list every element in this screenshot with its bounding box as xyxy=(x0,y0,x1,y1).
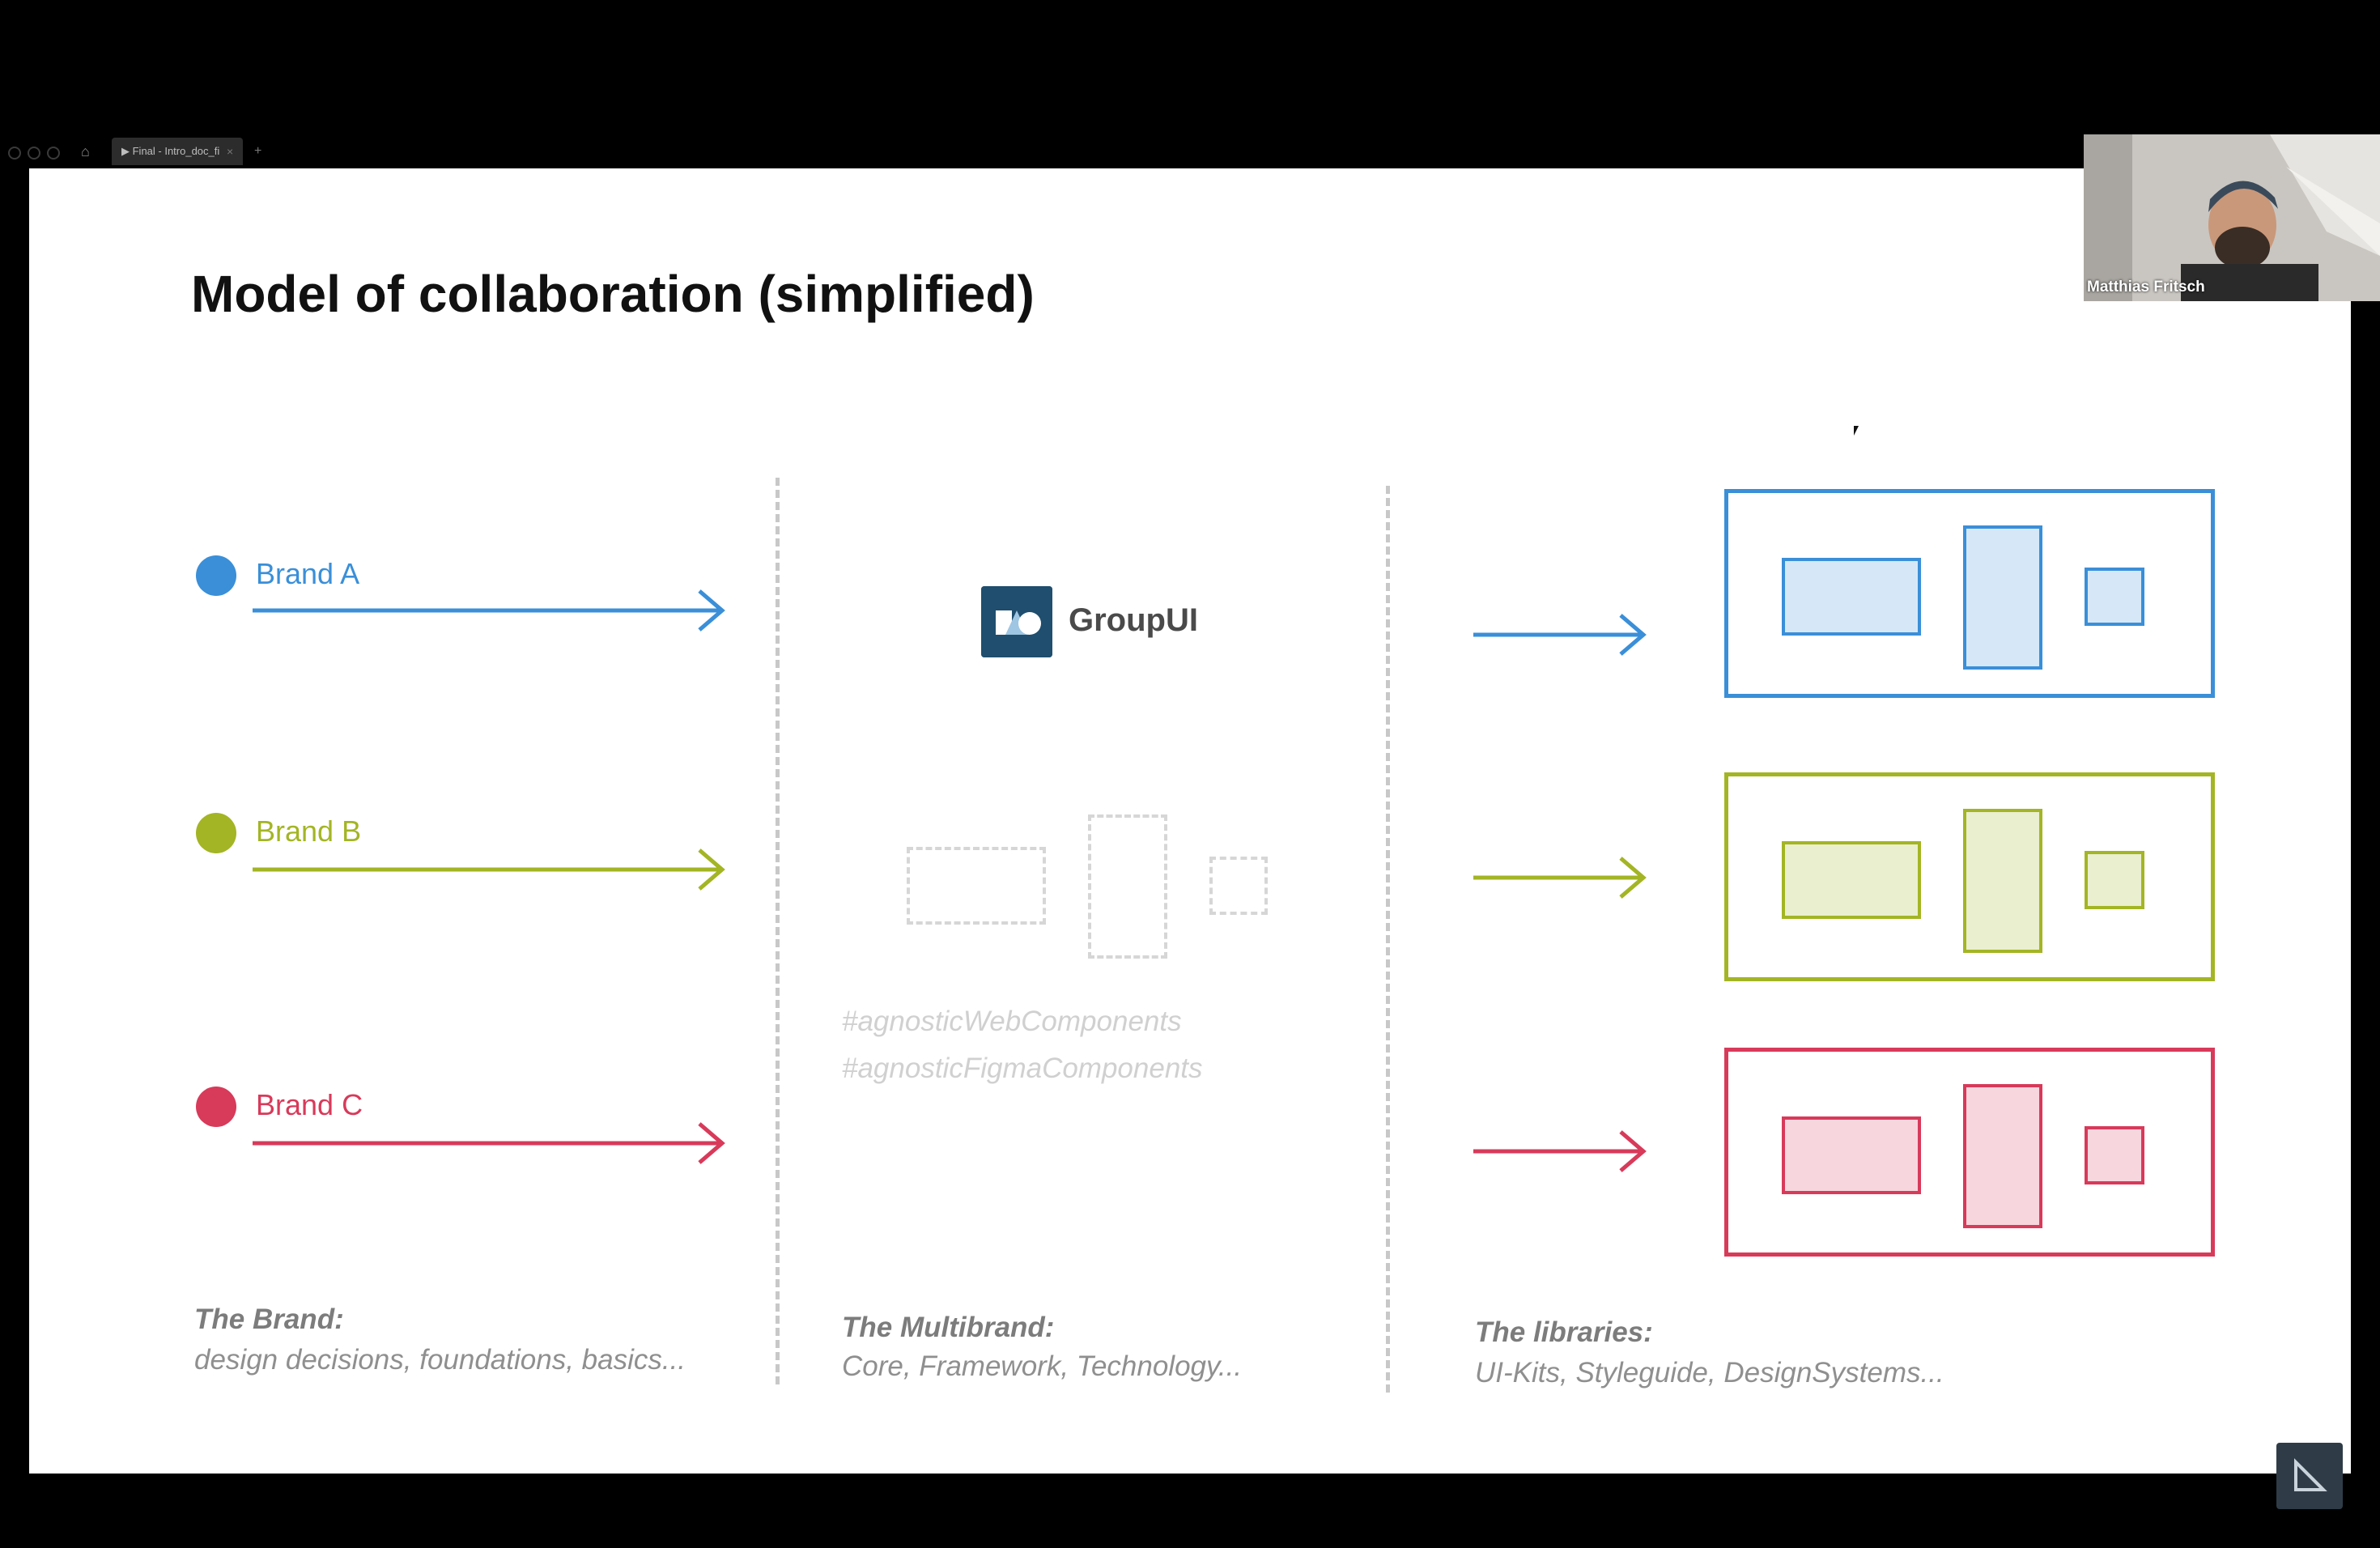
library-b-component-small xyxy=(2085,851,2144,909)
home-icon[interactable]: ⌂ xyxy=(81,143,90,159)
library-b-component-wide xyxy=(1782,841,1921,919)
library-c-arrow xyxy=(1473,1130,1647,1172)
slide-title: Model of collaboration (simplified) xyxy=(191,265,1035,323)
webcam-video[interactable]: Matthias Fritsch xyxy=(2084,134,2380,301)
brand-c-label: Brand C xyxy=(256,1088,363,1121)
presentation-tab-bar: ⌂ ▶ Final - Intro_doc_fi × + xyxy=(0,138,275,165)
new-tab-icon[interactable]: + xyxy=(254,144,262,158)
groupui-logo-icon xyxy=(981,586,1052,657)
divider-right xyxy=(1386,486,1390,1393)
tab-presentation[interactable]: ▶ Final - Intro_doc_fi xyxy=(112,138,243,165)
footer-brand-title: The Brand: xyxy=(194,1303,344,1335)
footer-multibrand-title: The Multibrand: xyxy=(842,1312,1055,1343)
groupui-logo-text: GroupUI xyxy=(1069,602,1198,638)
brand-a-dot xyxy=(196,555,236,596)
library-a-component-wide xyxy=(1782,558,1921,636)
library-b-arrow xyxy=(1473,857,1647,899)
placeholder-component-small xyxy=(1209,857,1268,915)
brand-a-label: Brand A xyxy=(256,557,360,590)
hashtag-figma-components: #agnosticFigmaComponents xyxy=(842,1053,1203,1084)
webcam-person-image xyxy=(2084,134,2380,301)
library-c-component-small xyxy=(2085,1126,2144,1184)
footer-libraries-desc: UI-Kits, Styleguide, DesignSystems... xyxy=(1475,1357,1944,1389)
library-b-component-tall xyxy=(1963,809,2042,953)
brand-b-label: Brand B xyxy=(256,814,362,848)
mouse-cursor-icon xyxy=(1854,426,1859,436)
library-a-arrow xyxy=(1473,614,1647,656)
window-maximize-dot[interactable] xyxy=(47,147,60,159)
window-close-dot[interactable] xyxy=(8,147,21,159)
presentation-slide: Model of collaboration (simplified) Bran… xyxy=(29,168,2351,1474)
brand-b-dot xyxy=(196,813,236,853)
footer-multibrand-desc: Core, Framework, Technology... xyxy=(842,1350,1243,1382)
brand-c-dot xyxy=(196,1087,236,1127)
placeholder-component-wide xyxy=(907,847,1046,925)
participant-name-label: Matthias Fritsch xyxy=(2087,279,2205,296)
tab-close-icon[interactable]: × xyxy=(227,145,234,158)
resize-handle-icon[interactable] xyxy=(2276,1443,2343,1509)
divider-left xyxy=(776,478,780,1384)
library-c-frame xyxy=(1724,1048,2215,1257)
placeholder-component-tall xyxy=(1088,814,1167,959)
footer-libraries-title: The libraries: xyxy=(1475,1316,1653,1348)
library-b-frame xyxy=(1724,772,2215,981)
library-a-component-small xyxy=(2085,568,2144,626)
library-c-component-tall xyxy=(1963,1084,2042,1228)
brand-a-arrow xyxy=(253,589,725,632)
library-c-component-wide xyxy=(1782,1116,1921,1194)
window-minimize-dot[interactable] xyxy=(28,147,40,159)
library-a-frame xyxy=(1724,489,2215,698)
footer-brand-desc: design decisions, foundations, basics... xyxy=(194,1344,686,1376)
brand-b-arrow xyxy=(253,848,725,891)
brand-c-arrow xyxy=(253,1122,725,1164)
library-a-component-tall xyxy=(1963,525,2042,670)
hashtag-web-components: #agnosticWebComponents xyxy=(842,1006,1182,1037)
